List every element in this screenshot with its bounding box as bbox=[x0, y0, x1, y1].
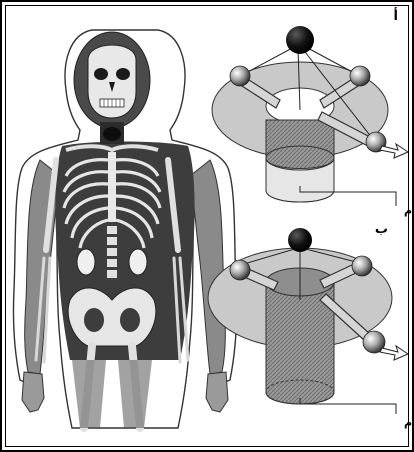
left-kidney bbox=[77, 249, 95, 275]
panel-b-ball-right bbox=[352, 256, 372, 276]
panel-a-outflow-arrow bbox=[380, 144, 408, 158]
panel-a-ball-left bbox=[230, 66, 250, 86]
panel-b-ball-left bbox=[230, 260, 250, 280]
panel-a-letter: أ bbox=[394, 7, 398, 24]
human-body-illustration bbox=[13, 30, 236, 428]
sternum bbox=[108, 152, 116, 222]
panel-b-top-ball bbox=[288, 228, 312, 252]
pelvic-opening-right bbox=[120, 308, 140, 332]
panel-a-ball-right bbox=[350, 66, 370, 86]
right-kidney bbox=[129, 249, 147, 275]
pelvic-opening-left bbox=[84, 308, 104, 332]
panel-b-diagram: ب مستوى مرتفع من الكلسيوم في الدم bbox=[208, 222, 414, 429]
panel-a-diagram: أ مستوى منخفض من الكلسيوم في الدم bbox=[212, 7, 414, 217]
panel-a-caption: مستوى منخفض من الكلسيوم في الدم bbox=[404, 204, 414, 217]
left-eye-socket bbox=[94, 68, 108, 80]
right-eye-socket bbox=[116, 68, 130, 80]
panel-b-letter: ب bbox=[375, 222, 388, 237]
left-hand bbox=[22, 372, 44, 412]
panel-a-top-ball bbox=[286, 26, 314, 54]
spine bbox=[107, 226, 117, 278]
panel-b-outflow-arrow bbox=[380, 346, 408, 360]
panel-b-caption: مستوى مرتفع من الكلسيوم في الدم bbox=[404, 416, 414, 429]
right-hand bbox=[206, 372, 228, 412]
thyroid-gland bbox=[103, 127, 121, 141]
